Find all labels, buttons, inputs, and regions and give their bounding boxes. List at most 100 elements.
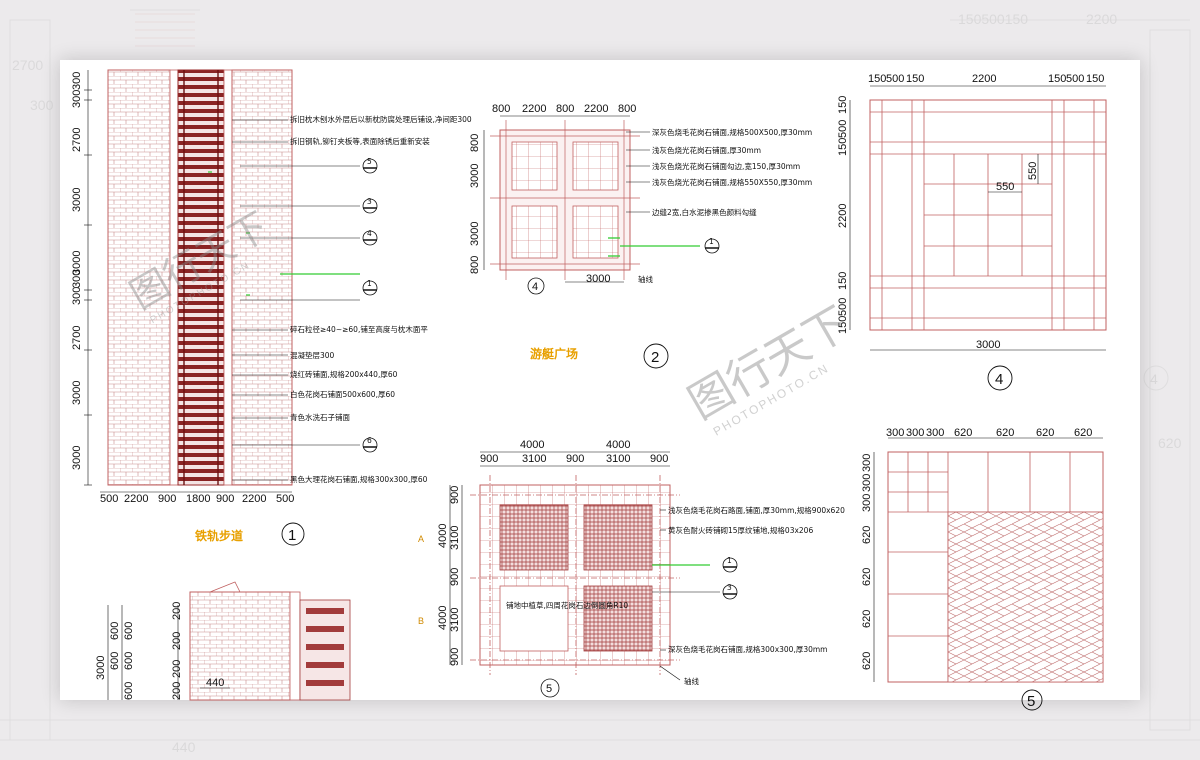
bg-label-4: 620 (1158, 435, 1182, 451)
lawn-area (499, 585, 569, 652)
left-brick-strip (107, 69, 171, 486)
detail4-top-dim-1: 150 (868, 73, 886, 85)
plan2-section-mark: 4 (527, 277, 545, 295)
plan3-left-dim-b2: 3100 (449, 526, 461, 550)
plan-2-yacht-plaza: 800 2200 800 2200 800 800 3000 3000 800 … (469, 103, 812, 369)
detail5-number: 5 (1027, 693, 1035, 710)
bg-label-6: 2700 (12, 57, 43, 73)
plan1-bottom-dim-5: 900 (216, 493, 234, 505)
plan1-note-3: 碎石粒径≥40~≥60,铺至高度与枕木面平 (290, 324, 428, 334)
plan-1-rail-walkway: 300 300 2700 3000 3000 300 300 2700 3000… (71, 69, 472, 546)
plan2-top-dim-5: 800 (618, 103, 636, 115)
detail5-top-dim-4: 620 (954, 427, 972, 439)
detail6-inner-dim-3: 200 (171, 660, 183, 678)
plan2-bottom-dim: 3000 (586, 273, 610, 285)
callout-marker-3: 3 (362, 197, 378, 214)
plan2-title: 游艇广场 (530, 346, 578, 361)
detail5-left-dim-2: 300 (861, 474, 873, 492)
plan1-left-dim-9: 3000 (71, 381, 83, 405)
plan3-note-2: 黄灰色耐火砖铺砌15厚纹铺地,规格03x206 (668, 525, 813, 535)
plan3-top-dim-b1: 900 (480, 453, 498, 465)
detail5-left-dim-3: 300 (861, 494, 873, 512)
detail4-top-dim-7: 150 (1086, 73, 1104, 85)
detail-5-paving-corner: 300 300 300 620 620 620 620 300 300 300 … (861, 427, 1104, 711)
plan1-left-dim-8: 2700 (71, 326, 83, 350)
detail4-bottom-dim: 3000 (976, 339, 1000, 351)
plan2-left-dim-3: 3000 (469, 222, 481, 246)
detail5-left-dim-7: 620 (861, 652, 873, 670)
plan1-bottom-dim-1: 500 (100, 493, 118, 505)
detail5-top-dim-3: 300 (926, 427, 944, 439)
dense-paving-2 (583, 504, 653, 571)
plan2-note-2: 浅灰色烧光花岗石铺面,厚30mm (652, 145, 761, 155)
plan1-note-8: 黑色大理花岗石铺面,规格300x300,厚60 (290, 474, 428, 484)
plan2-callout-marker-1: 1 (704, 237, 720, 254)
plan1-left-dim-1: 300 (71, 90, 83, 108)
plan1-bottom-dim-7: 500 (276, 493, 294, 505)
bg-label-7: 300 (30, 97, 54, 113)
svg-text:5: 5 (546, 683, 552, 695)
watermark-right: 图行天下 PHOTOPHOTO.CN (680, 297, 858, 438)
plan2-axis-label: 轴线 (638, 274, 653, 284)
detail4-top-dim-6: 500 (1066, 73, 1084, 85)
detail5-top-dim-1: 300 (886, 427, 904, 439)
plan1-note-6: 白色花岗石铺面500x600,厚60 (290, 389, 395, 399)
plan2-number-circle (643, 343, 669, 369)
plan3-axis-b: B (418, 616, 424, 626)
callout-marker-6: 6 (362, 436, 378, 453)
detail6-left-dim-1: 3000 (95, 656, 107, 680)
svg-text:1: 1 (727, 556, 732, 565)
plan-3-lower-plaza: 铺地中植草,四周花岗石边倒圆角R10 4000 4000 900 3100 90… (418, 439, 845, 698)
plan2-top-dim-4: 2200 (584, 103, 608, 115)
plan2-note-3: 浅灰色烧光花岗石铺面勾边,宽150,厚30mm (652, 161, 800, 171)
detail6-left-dim-6: 600 (123, 682, 135, 700)
detail6-left-dim-5: 600 (109, 652, 121, 670)
plan1-left-dim-6: 300 (71, 287, 83, 305)
plan1-left-dim-7: 300 (71, 270, 83, 288)
plan2-note-1: 深灰色烧毛花岗石铺面,规格500X500,厚30mm (652, 127, 812, 137)
detail4-left-dim-2: 500 (837, 120, 849, 138)
detail4-top-dim-2: 500 (886, 73, 904, 85)
plan1-bottom-dim-2: 2200 (124, 493, 148, 505)
svg-text:4: 4 (367, 229, 372, 238)
detail5-top-dim-7: 620 (1074, 427, 1092, 439)
plan3-section-mark: 5 (540, 678, 560, 698)
plan3-note-3: 深灰色烧毛花岗石铺面,规格300x300,厚30mm (668, 644, 828, 654)
plan1-number-circle (281, 522, 305, 546)
plan2-note-5: 边缝2宽,白水泥掺黑色颜料勾缝 (652, 207, 757, 217)
detail4-top-dim-3: 150 (906, 73, 924, 85)
detail4-left-dim-1: 150 (837, 96, 849, 114)
callout-marker-1: 1 (362, 279, 378, 296)
plan3-left-dim-b1: 900 (449, 486, 461, 504)
plan2-top-dim-1: 800 (492, 103, 510, 115)
plan2-left-dim-2: 3000 (469, 164, 481, 188)
svg-text:5: 5 (367, 157, 372, 166)
detail6-left-dim-3: 600 (123, 622, 135, 640)
plan1-bottom-dim-4: 1800 (186, 493, 210, 505)
plan1-left-dim-4: 3000 (71, 188, 83, 212)
plan1-left-dim-2: 300 (71, 72, 83, 90)
detail6-inner-dim-1: 200 (171, 602, 183, 620)
plan3-note-1: 浅灰色烧毛花岗石路面,铺面,厚30mm,规格900x620 (668, 505, 845, 515)
detail5-left-dim-6: 620 (861, 610, 873, 628)
detail4-inner-dim-1: 550 (996, 181, 1014, 193)
plan3-top-dim-b2: 3100 (522, 453, 546, 465)
plan2-left-dim-4: 800 (469, 256, 481, 274)
plan3-axis-label: 轴线 (684, 676, 699, 686)
detail5-number-circle (1021, 689, 1043, 711)
detail5-top-dim-5: 620 (996, 427, 1014, 439)
plan2-top-dim-2: 2200 (522, 103, 546, 115)
detail4-number: 4 (995, 371, 1003, 388)
detail6-bottom-dim: 440 (206, 677, 224, 689)
detail4-left-dim-7: 150 (837, 316, 849, 334)
plan3-left-dim-a1: 4000 (437, 524, 449, 548)
plan1-left-dim-10: 3000 (71, 446, 83, 470)
plan3-top-dim-b3: 900 (566, 453, 584, 465)
plan2-left-dim-1: 800 (469, 134, 481, 152)
detail6-inner-dim-4: 200 (171, 682, 183, 700)
right-brick-strip (231, 69, 293, 486)
detail6-left-dim-4: 600 (123, 652, 135, 670)
plan2-note-4: 浅灰色烧光花岗石铺面,规格550X550,厚30mm (652, 177, 812, 187)
plan1-title: 铁轨步道 (195, 528, 243, 543)
